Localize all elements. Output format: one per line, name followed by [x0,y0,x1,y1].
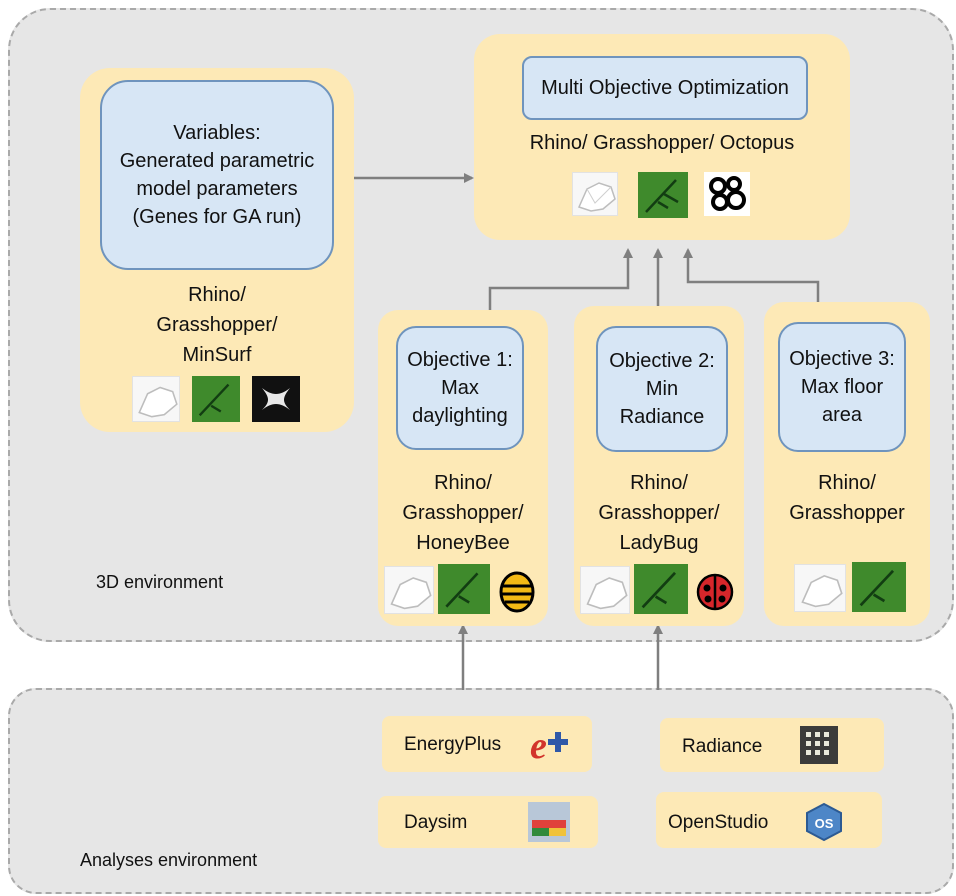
optimization-tools-label: Rhino/ Grasshopper/ Octopus [529,132,795,154]
minsurf-icon [252,376,300,422]
grasshopper-icon [852,562,906,612]
octopus-icon [704,172,750,216]
openstudio-label: OpenStudio [668,812,769,833]
objective-2-box: Objective 2: Min Radiance [596,326,728,452]
rhino-icon [572,172,618,216]
energyplus-tool: EnergyPlus e [382,716,592,772]
daysim-label: Daysim [404,812,468,833]
objective-1-tools-label: Rhino/ Grasshopper/ HoneyBee [402,472,524,554]
rhino-icon [132,376,180,422]
objective-3-text: Objective 3: Max floor area [789,348,895,426]
rhino-icon [384,566,434,614]
optimization-title: Multi Objective Optimization [541,77,789,99]
grasshopper-icon [634,564,688,614]
honeybee-icon [494,566,540,614]
3d-environment-label: 3D environment [96,572,224,592]
openstudio-icon: OS [804,802,844,842]
grasshopper-icon [638,172,688,218]
objective-3-tools-label: Rhino/ Grasshopper [789,472,905,524]
optimization-title-box: Multi Objective Optimization [522,56,808,120]
radiance-tool: Radiance [660,718,884,772]
objective-2-tools-label: Rhino/ Grasshopper/ LadyBug [598,472,720,554]
grasshopper-icon [438,564,490,614]
variables-box: Variables: Generated parametric model pa… [100,80,334,270]
daysim-tool: Daysim [378,796,598,848]
svg-text:OS: OS [815,816,834,831]
objective-1-box: Objective 1: Max daylighting [396,326,524,450]
variables-text: Variables: Generated parametric model pa… [119,122,315,228]
grasshopper-icon [192,376,240,422]
radiance-icon [800,726,838,764]
ladybug-icon [692,566,738,614]
arrow-objective1-to-optimization [488,248,633,326]
svg-text:e: e [530,725,547,767]
objective-2-text: Objective 2: Min Radiance [609,350,715,428]
analyses-environment-label: Analyses environment [80,850,258,870]
variables-tools-label: Rhino/ Grasshopper/ MinSurf [156,284,278,366]
energyplus-label: EnergyPlus [404,734,502,755]
radiance-label: Radiance [682,736,763,757]
openstudio-tool: OpenStudio OS [656,792,882,848]
rhino-icon [794,564,846,612]
energyplus-icon: e [524,724,582,768]
daysim-icon [528,802,570,842]
objective-1-text: Objective 1: Max daylighting [407,349,513,427]
objective-3-box: Objective 3: Max floor area [778,322,906,452]
rhino-icon [580,566,630,614]
